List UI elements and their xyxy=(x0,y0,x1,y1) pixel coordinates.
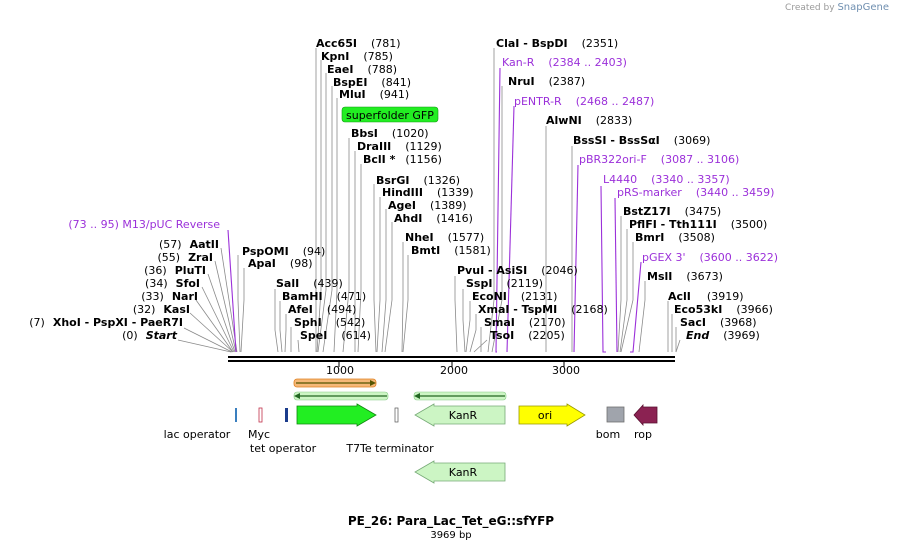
site-end: End(3969) xyxy=(686,329,760,342)
site-agei: AgeI(1389) xyxy=(388,199,467,212)
site-pvui: PvuI - AsiSI(2046) xyxy=(457,264,578,277)
site-eco53ki: Eco53kI(3966) xyxy=(674,303,773,316)
site-alwni: AlwNI(2833) xyxy=(546,114,632,127)
bom-block xyxy=(606,406,625,423)
sfgfp-label-box: superfolder GFP xyxy=(341,106,439,123)
myc-mark xyxy=(258,407,263,423)
site-kasi: (32)KasI xyxy=(133,303,190,316)
lac-operator-label: lac operator xyxy=(164,428,231,441)
map-title: PE_26: Para_Lac_Tet_eG::sfYFP xyxy=(348,514,554,529)
site-sali: SalI(439) xyxy=(276,277,343,290)
primer-pgex: pGEX 3'(3600 .. 3622) xyxy=(642,251,778,264)
site-bbsi: BbsI(1020) xyxy=(351,127,428,140)
snapgene-logo: SnapGene xyxy=(837,2,889,13)
tick-1000: 1000 xyxy=(326,364,354,377)
primer-m13: (73 .. 95) M13/pUC Reverse xyxy=(68,218,220,231)
sfgfp-label: superfolder GFP xyxy=(346,109,434,122)
left-enzyme-labels: (57)AatII (55)ZraI (36)PluTI (34)SfoI (3… xyxy=(29,238,219,342)
site-zrai: (55)ZraI xyxy=(157,251,213,264)
site-bcli: BclI *(1156) xyxy=(363,153,442,166)
primer-arrows xyxy=(293,378,507,401)
enzyme-labels: Acc65I(781) KpnI(785) EaeI(788) BspEI(84… xyxy=(242,37,773,342)
site-sphi: SphI(542) xyxy=(294,316,365,329)
primer-pentr: pENTR-R(2468 .. 2487) xyxy=(514,95,654,108)
site-spei: SpeI(614) xyxy=(300,329,371,342)
features: KanR ori KanR xyxy=(235,403,658,484)
rop-arrow xyxy=(633,403,658,427)
t7te-mark xyxy=(394,407,399,423)
leader-lines xyxy=(177,48,681,353)
site-nari: (33)NarI xyxy=(141,290,198,303)
site-aatii: (57)AatII xyxy=(159,238,219,251)
primer-l4440: L4440(3340 .. 3357) xyxy=(603,173,730,186)
sfgfp-arrow xyxy=(296,403,377,427)
site-bsrgi: BsrGI(1326) xyxy=(376,174,460,187)
site-smai: SmaI(2170) xyxy=(484,316,565,329)
site-bstz17i: BstZ17I(3475) xyxy=(623,205,721,218)
site-xhoi: (7)XhoI - PspXI - PaeR7I xyxy=(29,316,183,329)
primer-kanr: Kan-R(2384 .. 2403) xyxy=(502,56,627,69)
feature-captions: lac operator Myc tet operator T7Te termi… xyxy=(164,428,652,455)
site-kpni: KpnI(785) xyxy=(321,50,393,63)
tick-2000: 2000 xyxy=(440,364,468,377)
site-nrui: NruI(2387) xyxy=(508,75,585,88)
site-xmai: XmaI - TspMI(2168) xyxy=(478,303,608,316)
map-subtitle: 3969 bp xyxy=(430,530,471,541)
site-nhei: NheI(1577) xyxy=(405,231,484,244)
tet-operator-label: tet operator xyxy=(250,442,317,455)
watermark: Created by SnapGene xyxy=(785,2,889,13)
site-bsssi: BssSI - BssSαI(3069) xyxy=(573,134,710,147)
tet-operator-mark xyxy=(285,408,288,422)
site-bmri: BmrI(3508) xyxy=(635,231,715,244)
kanr-arrow xyxy=(414,403,506,427)
site-bmti: BmtI(1581) xyxy=(411,244,491,257)
site-pluti: (36)PluTI xyxy=(144,264,206,277)
kanr-label-2: KanR xyxy=(449,466,478,479)
site-acc65i: Acc65I(781) xyxy=(316,37,401,50)
site-claibspdi: ClaI - BspDI(2351) xyxy=(496,37,618,50)
site-bspei: BspEI(841) xyxy=(333,76,411,89)
site-msli: MslI(3673) xyxy=(647,270,723,283)
site-bamhi: BamHI(471) xyxy=(282,290,366,303)
watermark-prefix: Created by xyxy=(785,3,835,13)
t7te-label: T7Te terminator xyxy=(345,442,434,455)
primer-prs: pRS-marker(3440 .. 3459) xyxy=(617,186,774,199)
site-saci: SacI(3968) xyxy=(680,316,757,329)
site-start: (0)Start xyxy=(122,329,178,342)
axis-ticks: 1000 2000 3000 xyxy=(326,364,580,377)
lac-operator-mark xyxy=(235,408,237,422)
site-pspomi: PspOMI(94) xyxy=(242,245,325,258)
site-draiii: DraIII(1129) xyxy=(357,140,442,153)
myc-label: Myc xyxy=(248,428,270,441)
site-tsoi: TsoI(2205) xyxy=(490,329,565,342)
ori-label: ori xyxy=(538,409,552,422)
site-mlui: MluI(941) xyxy=(339,88,409,101)
primer-lines xyxy=(227,67,642,353)
rop-label: rop xyxy=(634,428,652,441)
site-afei: AfeI(494) xyxy=(288,303,356,316)
primer-labels: (73 .. 95) M13/pUC Reverse Kan-R(2384 ..… xyxy=(68,56,778,264)
site-sfoi: (34)SfoI xyxy=(145,277,200,290)
site-pflfi: PflFI - Tth111I(3500) xyxy=(629,218,767,231)
kanr-arrow-2 xyxy=(414,460,506,484)
site-hindiii: HindIII(1339) xyxy=(382,186,474,199)
site-sspi: SspI(2119) xyxy=(466,277,543,290)
ori-arrow xyxy=(518,403,586,427)
site-econi: EcoNI(2131) xyxy=(472,290,557,303)
primer-pbr: pBR322ori-F(3087 .. 3106) xyxy=(579,153,739,166)
site-acli: AclI(3919) xyxy=(668,290,743,303)
tick-3000: 3000 xyxy=(552,364,580,377)
bom-label: bom xyxy=(596,428,620,441)
site-apai: ApaI(98) xyxy=(248,257,313,270)
backbone xyxy=(228,356,675,367)
site-eaei: EaeI(788) xyxy=(327,63,397,76)
kanr-label: KanR xyxy=(449,409,478,422)
site-ahdi: AhdI(1416) xyxy=(394,212,473,225)
